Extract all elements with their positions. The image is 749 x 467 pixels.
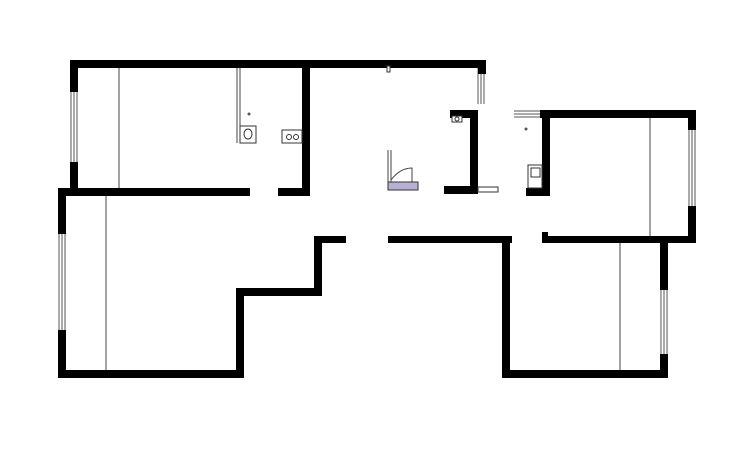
wall-hall-south-west <box>314 236 346 243</box>
wall-ne-right-top <box>688 110 696 130</box>
wall-se-bottom <box>502 370 668 378</box>
wall-living-step <box>236 288 322 296</box>
threshold-bar <box>477 186 499 193</box>
wall-living-left-top <box>58 188 66 234</box>
wall-living-left-bottom <box>58 330 66 378</box>
wall-nw-bottom <box>58 188 250 196</box>
wall-bath-bottom <box>278 188 310 196</box>
wall-nw-left-top <box>70 60 78 92</box>
wall-se-left <box>502 236 510 378</box>
vent-marker <box>386 65 391 73</box>
window-ebath <box>514 110 540 118</box>
window-nw <box>70 92 78 162</box>
wall-hall-ne-bottom <box>444 186 478 194</box>
wall-hall-ne-vert <box>470 110 478 194</box>
window-living <box>58 234 66 330</box>
fixtures <box>239 112 543 193</box>
window-ne <box>688 130 696 206</box>
wall-living-right-upper <box>314 236 322 296</box>
wall-living-bottom <box>58 370 244 378</box>
wall-ebath-top <box>540 110 696 118</box>
windows <box>58 60 696 354</box>
wall-living-right-lower <box>236 290 244 378</box>
wall-ebath-bottom <box>526 188 550 196</box>
window-hall-north <box>477 60 486 104</box>
wall-bath-right <box>302 60 310 196</box>
toilet-icon <box>239 112 257 144</box>
wall-hall-south-east <box>388 236 512 243</box>
sink-icon <box>281 129 303 144</box>
wall-ne-door-jamb <box>542 232 548 243</box>
toilet-icon <box>524 127 543 189</box>
wall-ne-bottom <box>542 236 696 243</box>
wall-top-west <box>70 60 486 68</box>
interior-lines <box>105 65 651 370</box>
walls <box>58 60 696 378</box>
sink-icon <box>451 115 463 123</box>
wall-nw-left-bottom <box>70 162 78 192</box>
wall-hall-ne-top <box>450 110 478 118</box>
wall-ebath-right <box>542 110 550 196</box>
wall-se-right-bottom <box>660 354 668 378</box>
wall-se-right-top <box>660 240 668 290</box>
window-se <box>660 290 668 354</box>
wall-ne-right-bottom <box>688 206 696 242</box>
seat-icon <box>387 150 419 191</box>
